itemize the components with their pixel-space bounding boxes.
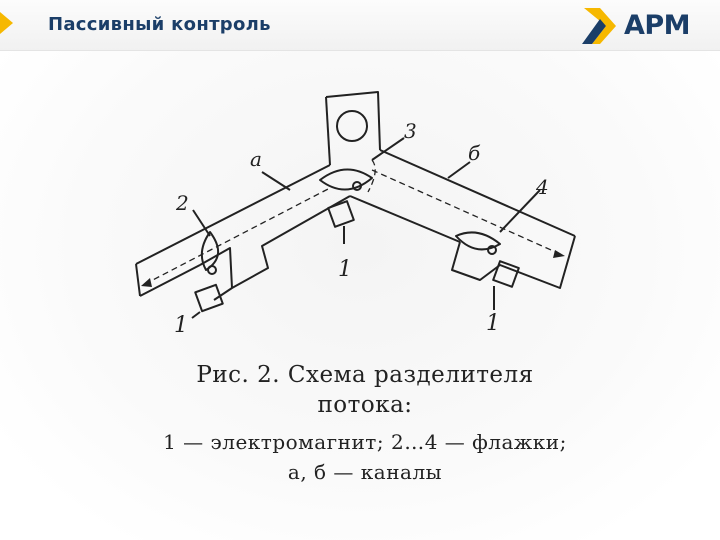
- label-flag-4: 4: [535, 175, 549, 199]
- channel-a-upper-wall: [135, 164, 331, 265]
- label-magnet-center: 1: [338, 257, 352, 282]
- left-magnet-box: [194, 283, 224, 313]
- channel-b-lower-wall: [349, 195, 461, 243]
- caption-title-line1: Рис. 2. Схема разделителя: [196, 362, 534, 388]
- caption-legend-line2: а, б — каналы: [287, 460, 443, 484]
- label-flag-2: 2: [175, 191, 189, 215]
- label-flag-3: 3: [404, 119, 417, 143]
- divider-body-outline: [325, 91, 381, 151]
- flag-3-shape: [319, 168, 373, 191]
- header-arrow-icon: [0, 12, 13, 34]
- label-magnet-right: 1: [486, 311, 500, 336]
- center-magnet-box: [327, 200, 355, 228]
- slide-title: Пассивный контроль: [48, 14, 271, 35]
- apm-logo-icon: [582, 8, 616, 44]
- label-channel-a: а: [250, 147, 262, 171]
- apm-logo: APM: [582, 4, 712, 48]
- label-magnet-left: 1: [174, 313, 188, 338]
- divider-hole: [336, 110, 368, 142]
- label-channel-b: б: [468, 141, 481, 165]
- slide-header: Пассивный контроль APM: [0, 0, 720, 51]
- caption-title-line2: потока:: [317, 392, 413, 418]
- logo-text: APM: [624, 10, 691, 41]
- right-magnet-box: [492, 260, 520, 288]
- flag-4-shape: [455, 231, 501, 251]
- channel-a-lower-wall: [139, 264, 201, 297]
- caption-legend-line1: 1 — электромагнит; 2…4 — флажки;: [163, 430, 567, 454]
- slide-background: [0, 51, 720, 540]
- channel-b-upper-wall: [379, 149, 576, 237]
- flag-2-shape: [200, 231, 219, 271]
